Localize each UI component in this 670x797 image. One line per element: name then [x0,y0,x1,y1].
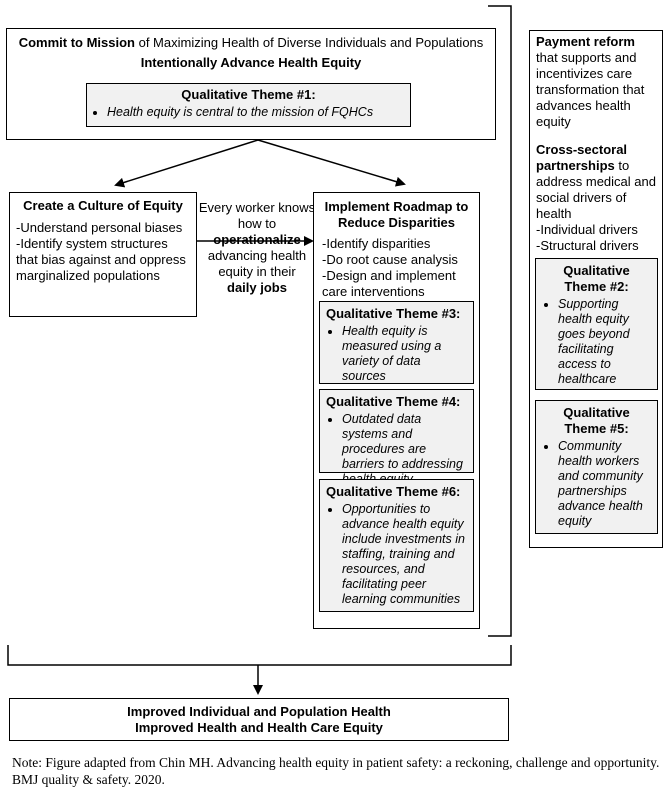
payment-block: Payment reform that supports and incenti… [536,34,656,130]
theme-3-title: Qualitative Theme #3: [326,306,461,321]
theme-5-title: Qualitative Theme #5: [563,405,630,436]
cross-rest: to address medical and social drivers of… [536,158,656,221]
theme-4-box: Qualitative Theme #4: Outdated data syst… [319,389,474,486]
roadmap-title: Implement Roadmap to Reduce Disparities [324,199,469,230]
theme-2-item: Supporting health equity goes beyond fac… [558,297,651,387]
bottom-bracket [7,645,512,666]
center-line-2: advancing health equity in their [207,248,307,279]
theme-5-item: Community health workers and community p… [558,439,651,529]
cross-bold: Cross-sectoral partnerships [536,142,628,173]
theme-1-item: Health equity is central to the mission … [107,105,410,120]
driver-individual: -Individual drivers [536,222,638,237]
roadmap-item-2: -Do root cause analysis [322,252,458,267]
center-line-1: Every worker knows how to [198,200,316,231]
culture-box: Create a Culture of Equity -Understand p… [9,192,197,317]
center-text: Every worker knows how to operationalize… [196,200,318,296]
mission-bold-lead: Commit to Mission [18,35,135,50]
theme-6-item: Opportunities to advance health equity i… [342,502,467,607]
theme-1-box: Qualitative Theme #1: Health equity is c… [86,83,411,127]
culture-item-1: -Understand personal biases [16,220,183,235]
theme-3-box: Qualitative Theme #3: Health equity is m… [319,301,474,384]
mission-subtitle: Intentionally Advance Health Equity [140,55,362,70]
mission-box: Commit to Mission of Maximizing Health o… [6,28,496,140]
roadmap-item-1: -Identify disparities [322,236,431,251]
driver-structural: -Structural drivers [536,238,639,253]
theme-2-title: Qualitative Theme #2: [563,263,630,294]
theme-6-box: Qualitative Theme #6: Opportunities to a… [319,479,474,612]
theme-2-box: Qualitative Theme #2: Supporting health … [535,258,658,390]
arrow-mission-to-culture [114,139,259,188]
outcome-line-2: Improved Health and Health Care Equity [135,720,383,735]
theme-1-title: Qualitative Theme #1: [181,87,316,102]
figure-note: Note: Figure adapted from Chin MH. Advan… [12,755,660,787]
roadmap-item-3: -Design and implement care interventions [322,268,456,299]
outcome-box: Improved Individual and Population Healt… [9,698,509,741]
center-bold-1: operationalize [213,232,301,247]
payment-bold: Payment reform [536,34,635,49]
theme-3-item: Health equity is measured using a variet… [342,324,467,384]
cross-block: Cross-sectoral partnerships to address m… [536,142,656,222]
right-bracket [488,5,512,637]
arrow-mission-to-roadmap [257,139,406,187]
mission-heading: Commit to Mission of Maximizing Health o… [7,35,495,51]
theme-6-title: Qualitative Theme #6: [326,484,461,499]
theme-4-title: Qualitative Theme #4: [326,394,461,409]
mission-rest: of Maximizing Health of Diverse Individu… [134,35,484,50]
side-box: Payment reform that supports and incenti… [529,30,663,548]
roadmap-box: Implement Roadmap to Reduce Disparities … [313,192,480,629]
center-bold-2: daily jobs [227,280,287,295]
outcome-line-1: Improved Individual and Population Healt… [127,704,391,719]
theme-4-item: Outdated data systems and procedures are… [342,412,467,487]
payment-rest: that supports and incentivizes care tran… [536,50,645,129]
culture-item-2: -Identify system structures that bias ag… [16,236,186,283]
theme-5-box: Qualitative Theme #5: Community health w… [535,400,658,534]
culture-title: Create a Culture of Equity [23,198,183,213]
